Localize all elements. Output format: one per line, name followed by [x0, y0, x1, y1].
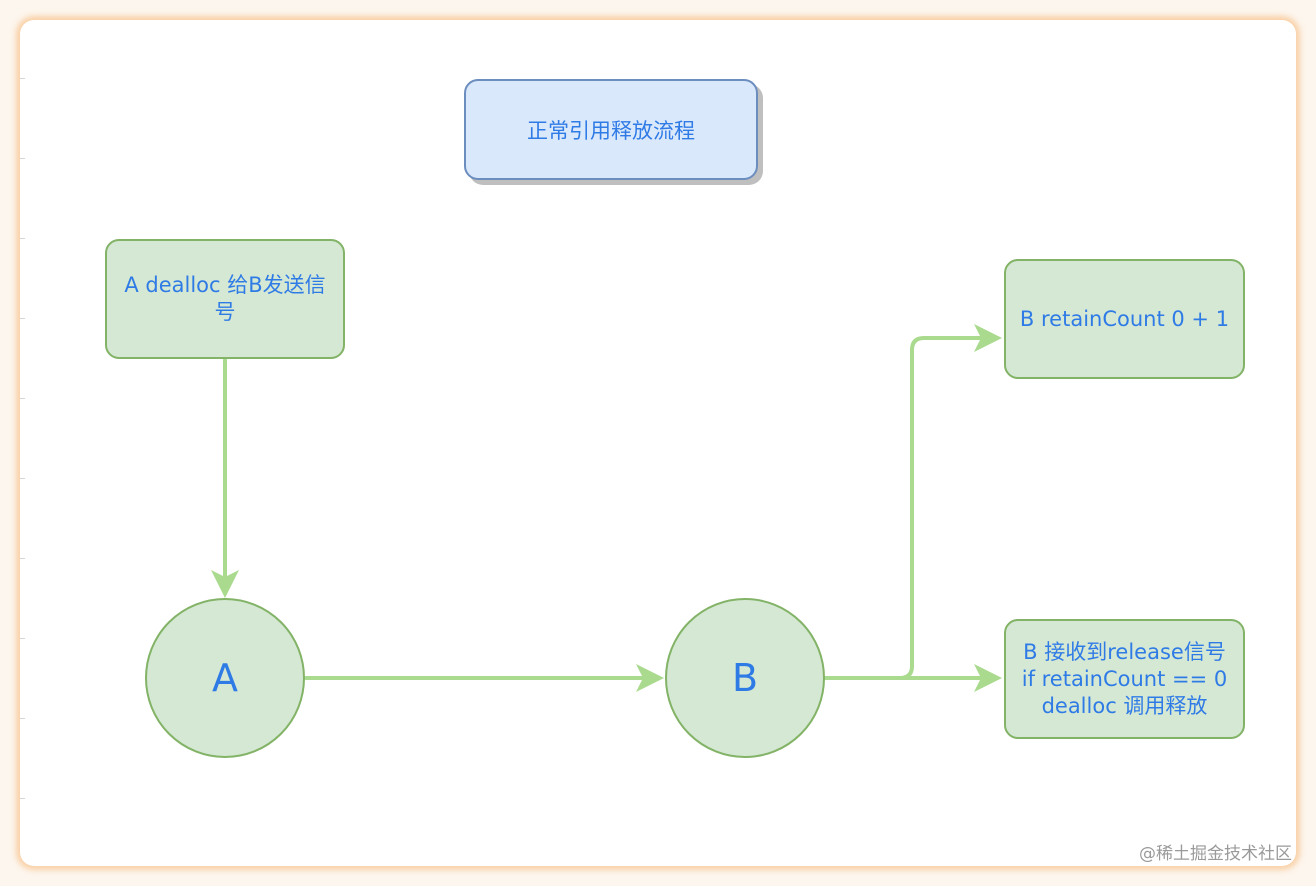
ruler-tick — [20, 318, 25, 319]
node-retain[interactable]: B retainCount 0 + 1 — [1004, 259, 1245, 379]
arrowhead-b-to-retain — [974, 324, 1002, 352]
watermark: @稀土掘金技术社区 — [1139, 844, 1292, 864]
ruler-tick — [20, 398, 25, 399]
ruler-tick — [20, 718, 25, 719]
ruler-tick — [20, 78, 25, 79]
ruler-tick — [20, 798, 25, 799]
node-a[interactable]: A — [145, 598, 305, 758]
diagram-title[interactable]: 正常引用释放流程 — [464, 79, 758, 180]
arrowhead-signal-to-a — [211, 570, 239, 598]
ruler-tick — [20, 558, 25, 559]
node-release[interactable]: B 接收到release信号 if retainCount == 0 deall… — [1004, 619, 1245, 739]
ruler-tick — [20, 238, 25, 239]
ruler-tick — [20, 158, 25, 159]
ruler-tick — [20, 638, 25, 639]
node-b[interactable]: B — [665, 598, 825, 758]
edge-b-to-retain — [824, 336, 984, 680]
node-signal[interactable]: A dealloc 给B发送信号 — [105, 239, 345, 359]
arrowhead-a-to-b — [636, 664, 664, 692]
ruler-tick — [20, 478, 25, 479]
arrowhead-b-to-release — [974, 664, 1002, 692]
